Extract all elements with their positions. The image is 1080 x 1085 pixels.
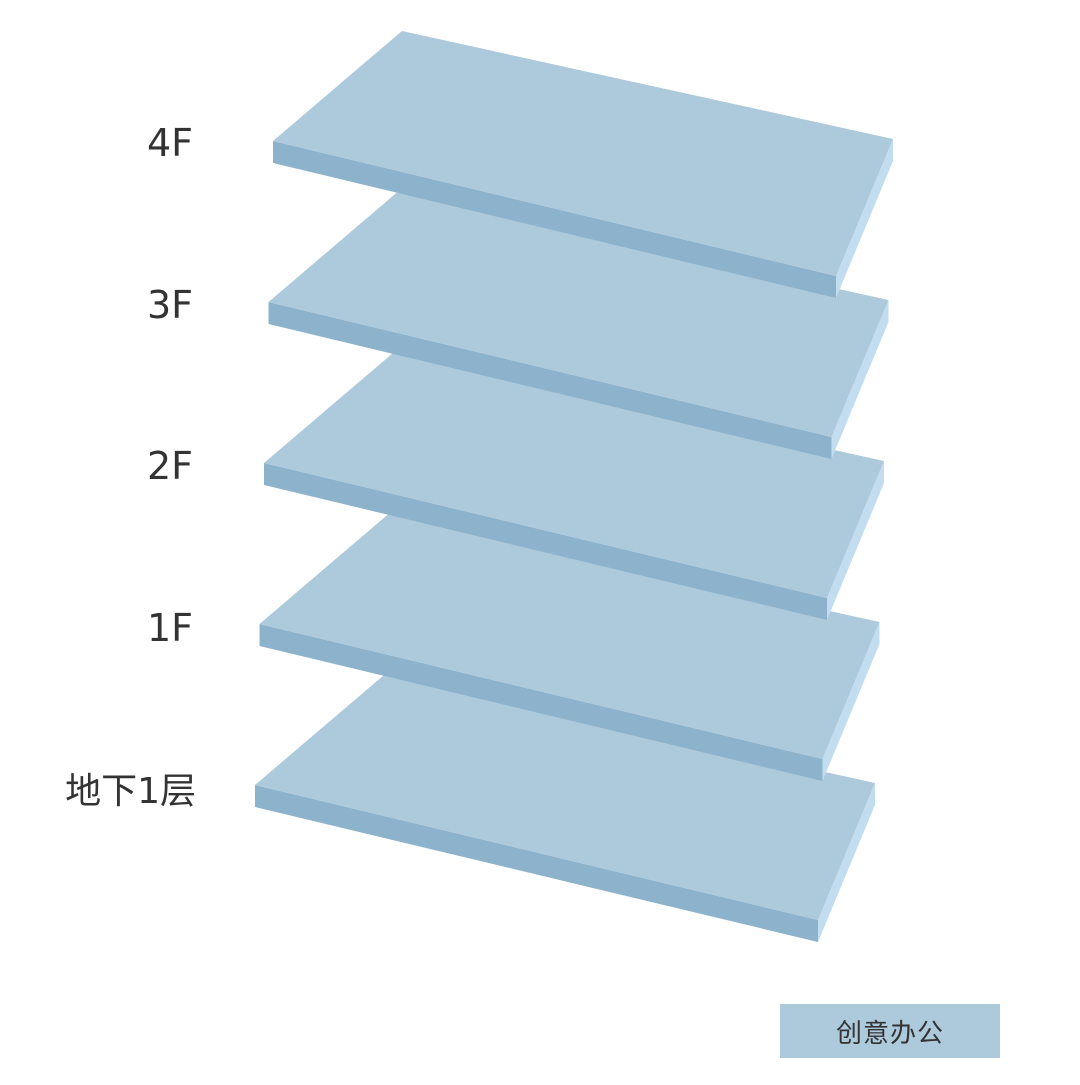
slab-side-face <box>822 622 880 781</box>
slab-side-face <box>827 461 884 620</box>
floor-label-3f: 3F <box>147 283 193 327</box>
legend-label: 创意办公 <box>835 1018 944 1049</box>
slab-top-face <box>268 192 889 437</box>
slab-top-face <box>259 514 880 759</box>
floor-label-4f: 4F <box>147 121 193 165</box>
floor-label-b1: 地下1层 <box>65 771 196 812</box>
slab-side-face <box>831 300 889 459</box>
slab-front-face <box>255 785 818 942</box>
slab-side-face <box>818 783 875 942</box>
floor-slab-2f <box>264 353 884 620</box>
legend-item-creative-office: 创意办公 <box>780 1004 1000 1058</box>
floor-slab-1f <box>259 514 880 781</box>
slab-front-face <box>264 463 827 620</box>
slab-top-face <box>255 675 875 920</box>
slab-top-face <box>264 353 884 598</box>
floor-slab-b1 <box>255 675 875 942</box>
slab-front-face <box>268 302 832 459</box>
floor-slab-4f <box>273 31 893 298</box>
floor-label-1f: 1F <box>147 606 193 650</box>
floor-slab-3f <box>268 192 889 459</box>
slab-top-face <box>273 31 893 276</box>
slab-front-face <box>259 624 823 781</box>
floor-labels: 4F 3F 2F 1F 地下1层 <box>65 121 196 812</box>
slab-front-face <box>273 141 836 298</box>
floor-slabs <box>255 31 893 942</box>
floor-label-2f: 2F <box>147 444 193 488</box>
slab-side-face <box>836 139 893 298</box>
